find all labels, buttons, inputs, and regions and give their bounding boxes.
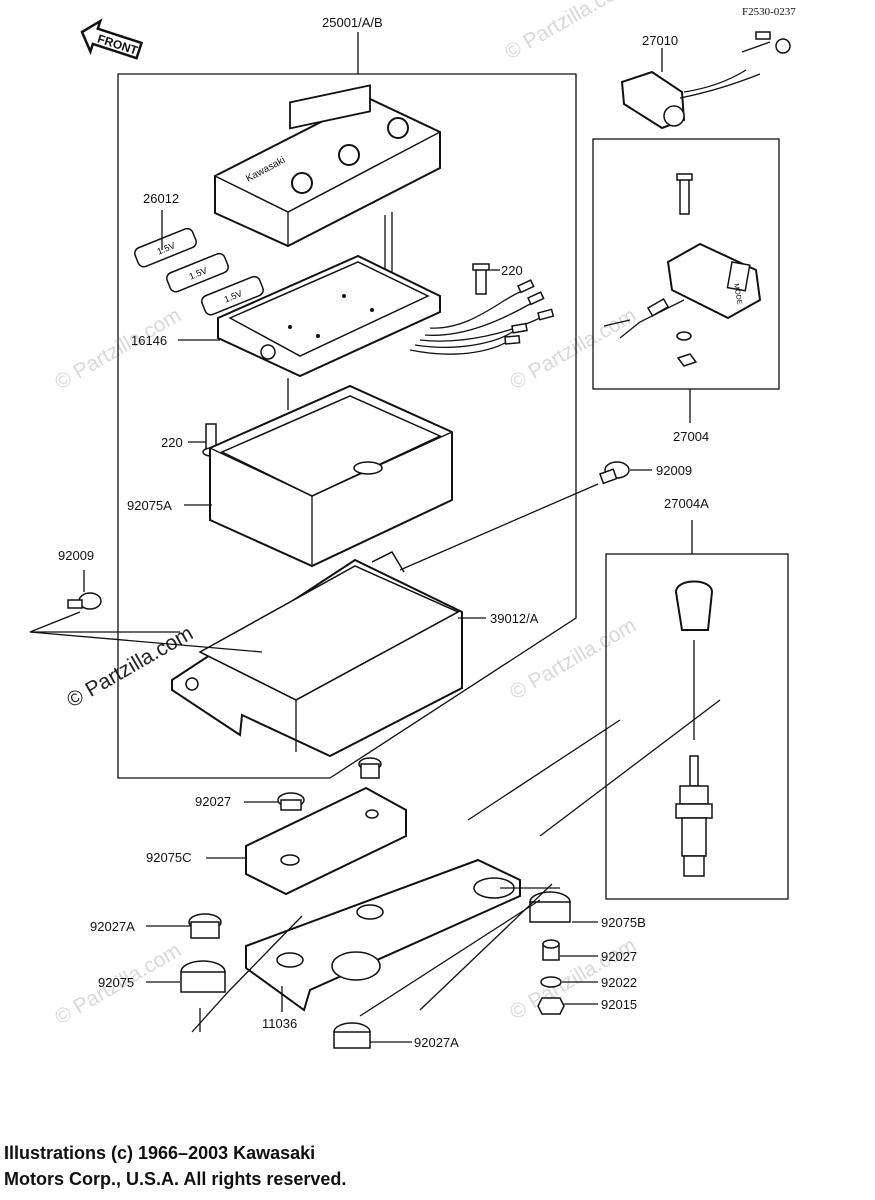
grommet-92027-upper xyxy=(358,757,382,779)
screw-92009-right xyxy=(599,461,630,485)
callout-92075B: 92075B xyxy=(601,915,646,930)
callout-27004A: 27004A xyxy=(664,496,709,511)
callout-92027A-left: 92027A xyxy=(90,919,135,934)
switch-27010 xyxy=(620,31,791,130)
front-arrow-icon: FRONT xyxy=(80,18,144,60)
callout-92027-left: 92027 xyxy=(195,794,231,809)
callout-92027A-bottom: 92027A xyxy=(414,1035,459,1050)
callout-11036: 11036 xyxy=(262,1016,297,1031)
nut-92015 xyxy=(537,997,565,1015)
leader-lines xyxy=(146,48,663,1043)
callout-92015: 92015 xyxy=(601,997,637,1012)
callout-92027-right: 92027 xyxy=(601,949,637,964)
callout-16146: 16146 xyxy=(131,333,167,348)
screw-220-upper xyxy=(472,263,500,295)
watermark-text: © Partzilla.com xyxy=(506,304,640,395)
callout-27004: 27004 xyxy=(673,429,709,444)
callout-92009-left: 92009 xyxy=(58,548,94,563)
callout-26012: 26012 xyxy=(143,191,179,206)
copyright-notice: Illustrations (c) 1966–2003 Kawasaki Mot… xyxy=(4,1140,346,1192)
callout-25001: 25001/A/B xyxy=(322,15,383,30)
circuit-plate xyxy=(217,254,555,410)
grommet-92075B xyxy=(529,891,571,923)
switch-27004: MODE xyxy=(603,173,762,367)
callout-220-upper: 220 xyxy=(501,263,523,278)
callout-27010: 27010 xyxy=(642,33,678,48)
grommet-92075 xyxy=(180,960,226,993)
copyright-line-1: Illustrations (c) 1966–2003 Kawasaki xyxy=(4,1143,316,1163)
watermark-text: © Partzilla.com xyxy=(506,614,640,705)
grommet-92027-left xyxy=(277,792,305,811)
inner-case xyxy=(209,384,453,568)
switch-27004A xyxy=(674,580,714,877)
mount-pad xyxy=(245,786,407,896)
grommet-92027A-bottom xyxy=(333,1022,371,1049)
callout-92009-right: 92009 xyxy=(656,463,692,478)
switch-27004A-box xyxy=(605,553,789,900)
trip-meter-unit: Kawasaki xyxy=(214,84,441,278)
switch-27004-box xyxy=(592,138,780,390)
battery-group: 1.5V 1.5V 1.5V xyxy=(134,227,264,316)
diagram-code: F2530-0237 xyxy=(742,6,796,18)
grommet-92027A-left xyxy=(188,913,222,939)
callout-220-lower: 220 xyxy=(161,435,183,450)
outer-case xyxy=(171,551,463,758)
mode-label: MODE xyxy=(732,283,743,305)
callout-92075C: 92075C xyxy=(146,850,192,865)
callout-labels: 25001/A/B 26012 16146 220 220 92075A 920… xyxy=(58,15,709,1050)
bracket xyxy=(245,699,721,1012)
screw-92009-left xyxy=(67,592,102,610)
watermark-text: © Partzilla.com xyxy=(501,0,635,64)
watermark-text-dark: © Partzilla.com xyxy=(63,622,197,713)
copyright-line-2: Motors Corp., U.S.A. All rights reserved… xyxy=(4,1169,347,1189)
collar-92027 xyxy=(542,939,560,961)
callout-92075: 92075 xyxy=(98,975,134,990)
callout-92022: 92022 xyxy=(601,975,637,990)
callout-92075A: 92075A xyxy=(127,498,172,513)
callout-39012: 39012/A xyxy=(490,611,539,626)
meter-assembly-frame xyxy=(117,73,577,779)
washer-92022 xyxy=(540,976,562,988)
